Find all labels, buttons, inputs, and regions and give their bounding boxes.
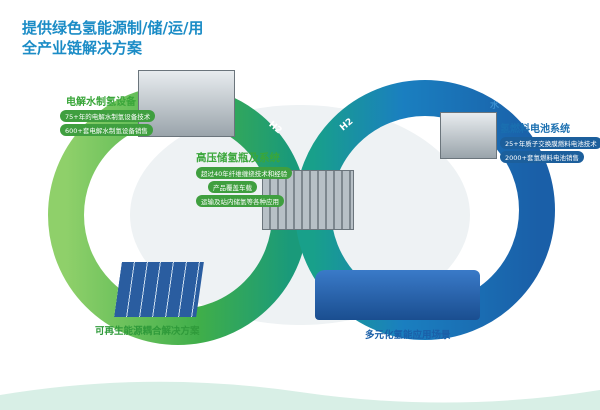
electrolyzer-image [138, 70, 235, 137]
storage-point: 超过40年纤维缠绕技术和经验 [196, 167, 293, 179]
fuel-cell-section: 氢燃料电池系统 25+年质子交换膜燃料电池技术 2000+套氢燃料电池销售 [500, 120, 600, 163]
storage-section: 高压储氢瓶及系统 超过40年纤维缠绕技术和经验 产品覆盖车载 运输及站内储氢等各… [196, 150, 293, 207]
title-line-1: 提供绿色氢能源制/储/运/用 [22, 19, 204, 37]
electrolyzer-point: 600+套电解水制氢设备销售 [60, 124, 153, 136]
electrolyzer-section: 电解水制氢设备 75+年的电解水制氢设备技术 600+套电解水制氢设备销售 [60, 93, 156, 136]
storage-point: 运输及站内储氢等各种应用 [196, 195, 284, 207]
storage-tanks-image [262, 170, 354, 230]
landscape-skyline [0, 381, 600, 410]
page-title: 提供绿色氢能源制/储/运/用 全产业链解决方案 [22, 18, 203, 58]
applications-caption: 多元化氢能应用场景 [365, 330, 451, 341]
title-line-2: 全产业链解决方案 [22, 39, 143, 57]
storage-heading: 高压储氢瓶及系统 [196, 152, 280, 164]
solar-panels-image [114, 262, 204, 317]
electricity-arrow-label: 电 [121, 149, 131, 159]
vehicles-image [315, 270, 480, 320]
electrolyzer-heading: 电解水制氢设备 [66, 97, 136, 108]
storage-point: 产品覆盖车载 [208, 181, 257, 193]
water-arrow-label: 水 [490, 101, 500, 111]
renewables-caption: 可再生能源耦合解决方案 [95, 326, 200, 337]
electricity-arrow-label: 电 [488, 198, 498, 208]
electrolyzer-point: 75+年的电解水制氢设备技术 [60, 110, 156, 122]
fuel-cell-point: 2000+套氢燃料电池销售 [500, 151, 584, 163]
fuel-cell-heading: 氢燃料电池系统 [500, 124, 570, 135]
fuel-cell-image [440, 112, 497, 159]
electricity-arrow-label: 电 [475, 246, 485, 256]
fuel-cell-point: 25+年质子交换膜燃料电池技术 [500, 137, 600, 149]
